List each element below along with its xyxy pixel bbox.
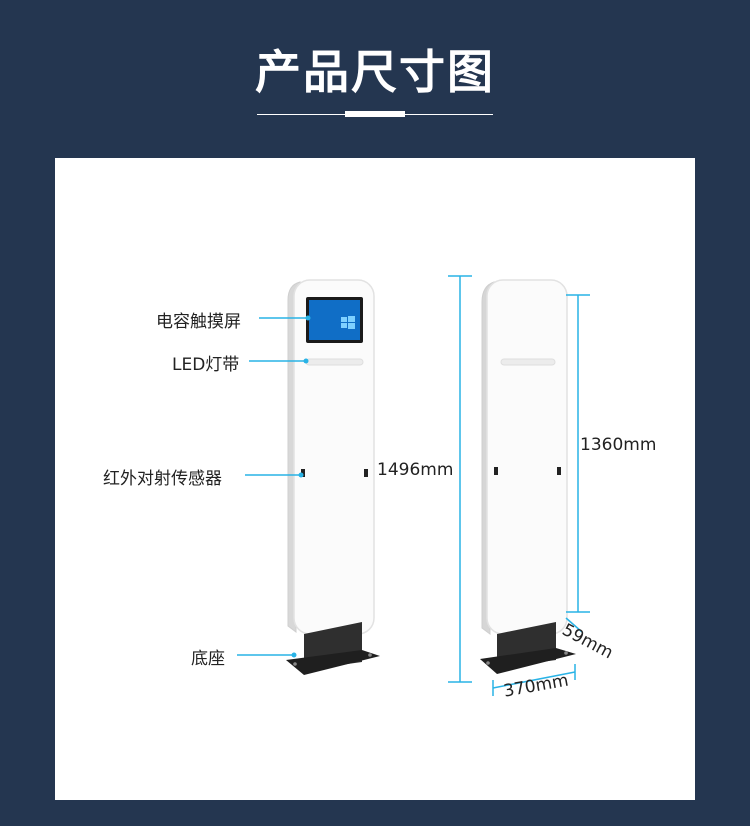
total-height-label: 1496mm	[377, 460, 454, 480]
side-led-strip	[500, 358, 556, 366]
windows-logo-icon	[341, 316, 355, 329]
front-view-device	[286, 279, 380, 675]
side-ir-sensor-right	[557, 467, 561, 475]
ir-sensor-right	[364, 469, 368, 477]
side-base-plate	[480, 648, 576, 674]
led-strip	[305, 358, 364, 366]
depth-line	[565, 617, 583, 633]
callout-leaders	[237, 315, 311, 658]
side-device-body	[486, 279, 568, 635]
side-ir-sensor-left	[494, 467, 498, 475]
page-title: 产品尺寸图	[255, 45, 495, 99]
ir-sensor-label: 红外对射传感器	[103, 469, 222, 489]
panel-height-label: 1360mm	[580, 435, 657, 455]
front-base-plate	[286, 650, 380, 675]
touchscreen-label: 电容触摸屏	[156, 312, 241, 332]
side-view-device	[480, 279, 576, 674]
title-underline-accent	[345, 111, 405, 117]
base-label: 底座	[191, 649, 225, 669]
dimension-lines	[448, 275, 590, 696]
ir-sensor-left	[301, 469, 305, 477]
width-line	[492, 671, 576, 689]
led-strip-label: LED灯带	[172, 355, 240, 375]
product-diagram-panel	[55, 158, 695, 800]
